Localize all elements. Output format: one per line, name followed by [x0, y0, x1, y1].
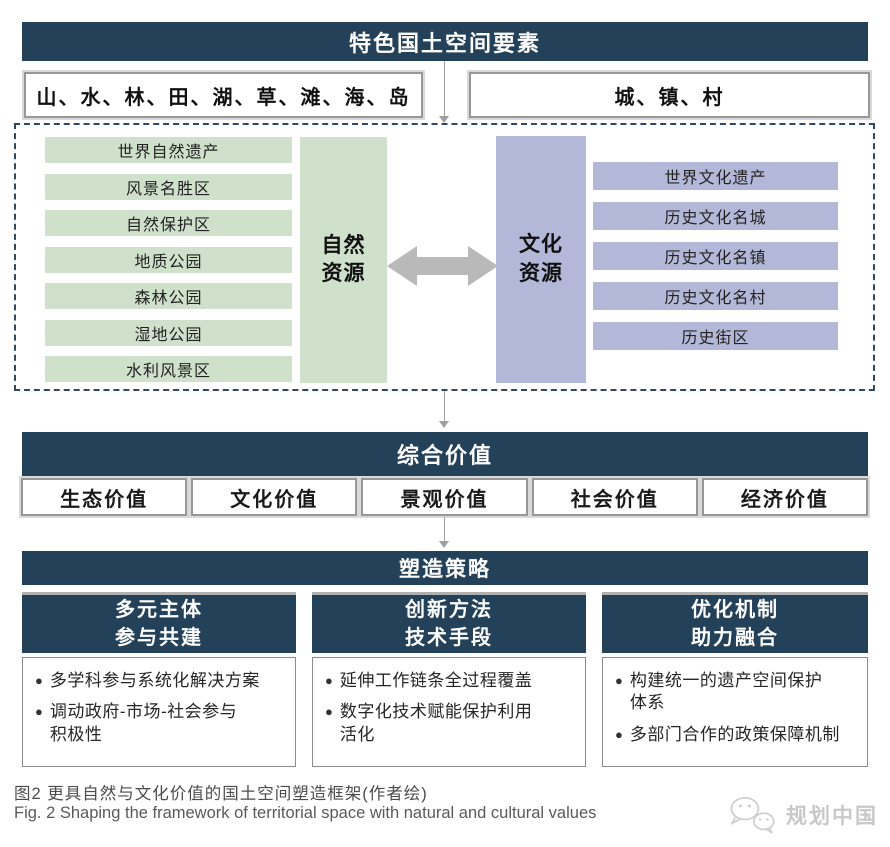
bullet-icon: ● [615, 726, 623, 742]
header-shaping-strategies: 塑造策略 [22, 551, 868, 585]
natural-item: 水利风景区 [45, 356, 292, 382]
chat-bubbles-icon [730, 796, 775, 834]
down-arrow-line [444, 517, 445, 541]
value-box: 社会价值 [531, 478, 698, 516]
strategy-column-mechanism: 优化机制 助力融合 ● 构建统一的遗产空间保护 体系 ● 多部门合作的政策保障机制 [602, 592, 868, 767]
header-territorial-elements: 特色国土空间要素 [22, 22, 868, 61]
strategy-bullet: ● 调动政府-市场-社会参与 积极性 [35, 701, 289, 746]
cultural-item: 历史文化名镇 [593, 242, 838, 270]
natural-item: 地质公园 [45, 246, 292, 273]
down-arrow-icon [439, 116, 449, 123]
natural-resources-box: 自然 资源 [300, 137, 387, 383]
natural-elements-box: 山、水、林、田、湖、草、滩、海、岛 [24, 72, 423, 118]
natural-item: 森林公园 [45, 283, 292, 309]
strategy-column-body: ● 构建统一的遗产空间保护 体系 ● 多部门合作的政策保障机制 [602, 657, 868, 767]
bidirectional-arrow-icon [387, 246, 498, 286]
strategy-bullet-text: 多部门合作的政策保障机制 [629, 724, 840, 744]
strategy-column-title: 多元主体 参与共建 [22, 592, 296, 653]
header-comprehensive-values: 综合价值 [22, 432, 868, 476]
down-arrow-icon [439, 541, 449, 548]
value-box: 文化价值 [191, 478, 358, 516]
value-box: 经济价值 [701, 478, 869, 516]
figure-caption-zh: 图2 更具自然与文化价值的国土空间塑造框架(作者绘) [14, 785, 428, 803]
strategy-bullet-text: 多学科参与系统化解决方案 [49, 671, 260, 690]
cultural-item: 历史街区 [593, 322, 838, 350]
value-row: 生态价值 文化价值 景观价值 社会价值 经济价值 [21, 478, 869, 516]
bullet-icon: ● [615, 673, 623, 688]
strategy-bullet: ● 延伸工作链条全过程覆盖 [325, 670, 579, 692]
down-arrow-line [444, 391, 445, 421]
natural-item: 世界自然遗产 [45, 137, 292, 163]
strategy-column-title: 优化机制 助力融合 [602, 592, 868, 653]
natural-item: 湿地公园 [45, 319, 292, 346]
strategy-bullet-text: 延伸工作链条全过程覆盖 [339, 671, 533, 690]
strategy-bullet-text: 数字化技术赋能保护利用 活化 [339, 702, 533, 744]
strategy-bullet-text: 构建统一的遗产空间保护 体系 [629, 671, 823, 713]
strategy-bullet: ● 多部门合作的政策保障机制 [615, 724, 861, 746]
strategy-column-title: 创新方法 技术手段 [312, 592, 586, 653]
strategy-bullet-text: 调动政府-市场-社会参与 积极性 [49, 702, 238, 744]
bullet-icon: ● [35, 704, 43, 720]
strategy-bullet: ● 数字化技术赋能保护利用 活化 [325, 701, 579, 746]
strategy-bullet: ● 构建统一的遗产空间保护 体系 [615, 670, 861, 715]
cultural-resources-box: 文化 资源 [496, 136, 586, 383]
watermark-logo: 规划中国 [726, 793, 878, 837]
bullet-icon: ● [325, 673, 333, 688]
down-arrow-icon [439, 421, 449, 428]
strategy-column-participation: 多元主体 参与共建 ● 多学科参与系统化解决方案 ● 调动政府-市场-社会参与 积极… [22, 592, 296, 767]
watermark-text: 规划中国 [786, 805, 878, 828]
value-box: 景观价值 [361, 478, 528, 516]
strategy-column-body: ● 多学科参与系统化解决方案 ● 调动政府-市场-社会参与 积极性 [22, 657, 296, 767]
natural-item: 风景名胜区 [45, 173, 292, 200]
down-arrow-line [444, 61, 445, 116]
cultural-item: 历史文化名城 [593, 202, 838, 230]
strategy-column-body: ● 延伸工作链条全过程覆盖 ● 数字化技术赋能保护利用 活化 [312, 657, 586, 767]
figure-caption-en: Fig. 2 Shaping the framework of territor… [14, 804, 597, 822]
built-elements-box: 城、镇、村 [469, 72, 870, 118]
strategy-bullet: ● 多学科参与系统化解决方案 [35, 670, 289, 692]
cultural-item: 历史文化名村 [593, 282, 838, 310]
strategy-column-innovation: 创新方法 技术手段 ● 延伸工作链条全过程覆盖 ● 数字化技术赋能保护利用 活化 [312, 592, 586, 767]
bullet-icon: ● [325, 704, 333, 720]
natural-item: 自然保护区 [45, 210, 292, 236]
value-box: 生态价值 [21, 478, 188, 516]
bullet-icon: ● [35, 673, 43, 688]
cultural-item: 世界文化遗产 [593, 162, 838, 190]
